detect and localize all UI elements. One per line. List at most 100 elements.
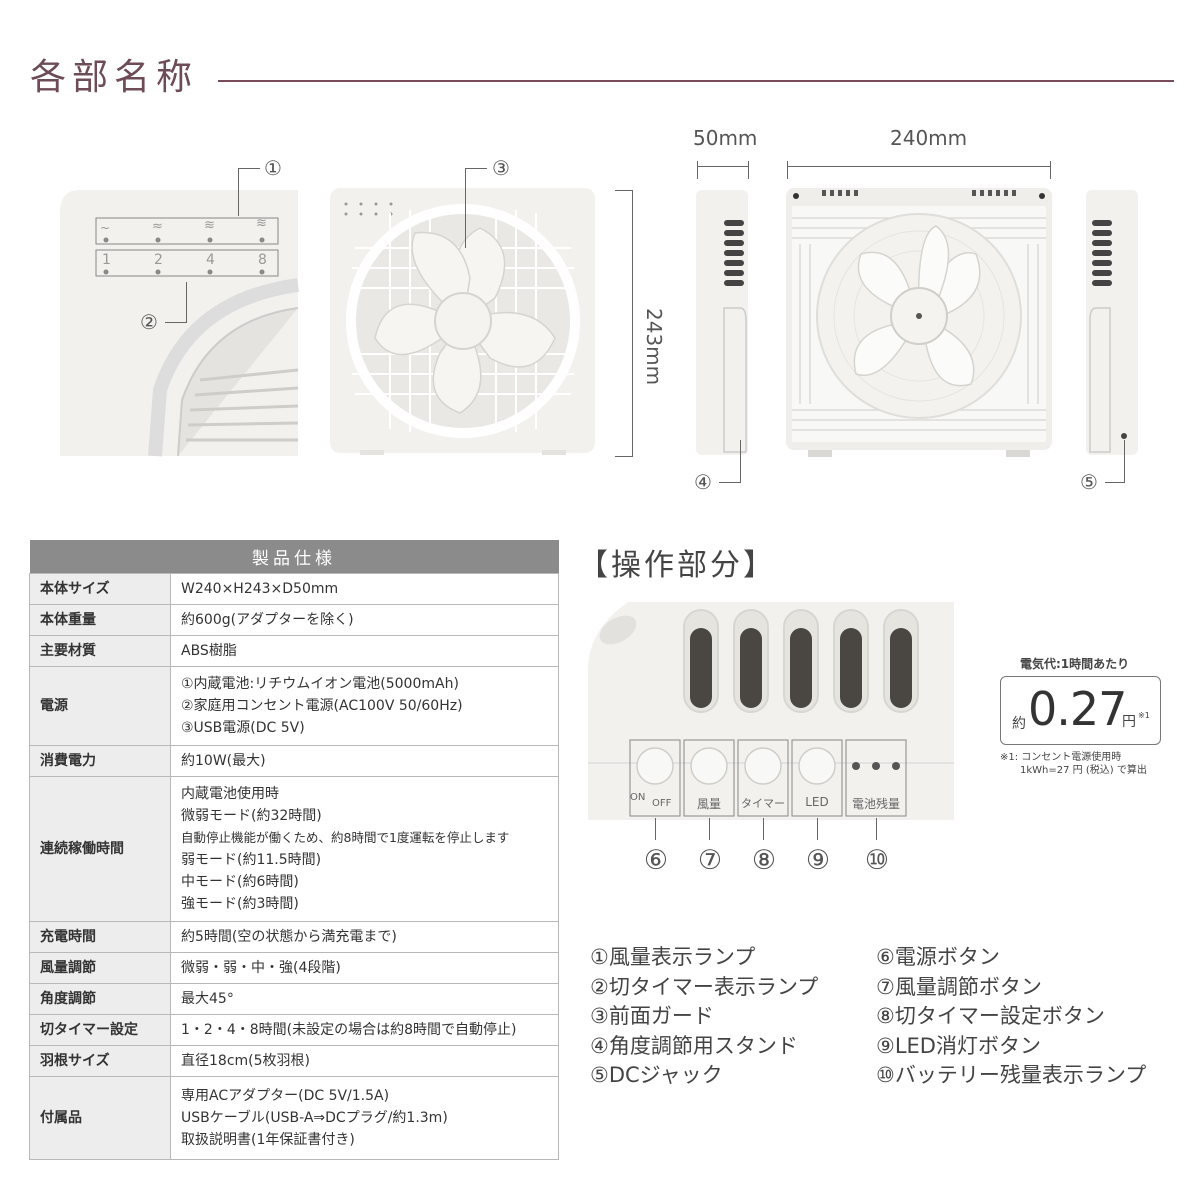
page-title: 各部名称 [30,57,199,98]
timer-button-label: タイマー [741,797,785,810]
wind-lamp-4: ≋ [256,216,267,231]
spec-value: 約10W(最大) [170,745,559,777]
wind-lamp-2: ≈ [152,219,163,234]
cost-note: ※1: コンセント電源使用時 1kWh=27 円 (税込) で算出 [1000,751,1147,777]
power-label-off: OFF [652,798,672,809]
cost-note-mark: ※1 [1138,711,1150,720]
spec-value-line: 1・2・4・8時間(未設定の場合は約8時間で自動停止) [181,1022,517,1038]
table-row: 角度調節最大45° [29,983,559,1015]
callout-10: ⑩ [864,845,890,876]
table-row: 主要材質 ABS樹脂 [29,635,559,667]
legend-item: ⑥電源ボタン [876,945,1000,969]
cost-box [1000,676,1161,745]
callout-1-line [238,168,260,169]
spec-value-line: W240×H243×D50mm [181,581,339,597]
callout-8: ⑧ [751,845,777,876]
spec-table-header: 製品仕様 [29,540,559,574]
spec-value-line: ③USB電源(DC 5V) [181,720,305,736]
spec-value: 約600g(アダプターを除く) [170,604,559,636]
table-row: 消費電力約10W(最大) [29,745,559,777]
spec-value-line: 専用ACアダプター(DC 5V/1.5A) [181,1088,390,1104]
height-dim-bottom [615,456,633,457]
table-row: 連続稼働時間 内蔵電池使用時 微弱モード(約32時間) 自動停止機能が働くため、… [29,776,559,922]
callout-7-line [709,818,710,840]
fan-side-right-illustration [1086,190,1138,455]
indicator-closeup-illustration [60,190,299,457]
callout-10-line [876,818,877,840]
spec-table: 製品仕様 本体サイズ W240×H243×D50mm 本体重量約600g(アダプタ… [29,540,559,1160]
spec-value: 内蔵電池使用時 微弱モード(約32時間) 自動停止機能が働くため、約8時間で1度… [170,776,559,922]
cost-note-line: 1kWh=27 円 (税込) で算出 [1020,765,1147,776]
width-dim-right [1050,161,1051,179]
title-rule [218,80,1174,82]
callout-3: ③ [492,156,510,180]
callout-3-line [465,168,487,169]
spec-value-line: 直径18cm(5枚羽根) [181,1053,310,1069]
callout-6: ⑥ [643,845,669,876]
wind-lamp-3: ≋ [204,218,215,233]
legend-item: ⑨LED消灯ボタン [876,1033,1041,1058]
depth-dim-left [697,161,698,179]
cost-note-line: ※1: コンセント電源使用時 [1000,752,1122,763]
cost-unit: 円 [1122,714,1136,730]
legend-item: ⑩バッテリー残量表示ランプ [876,1063,1147,1087]
spec-value: 直径18cm(5枚羽根) [170,1045,559,1077]
height-dim-top [615,190,633,191]
spec-value: 専用ACアダプター(DC 5V/1.5A) USBケーブル(USB-A⇒DCプラ… [170,1076,559,1160]
fan-back-illustration [786,188,1052,457]
cost-value: 0.27 [1028,682,1127,736]
spec-value-line: 微弱モード(約32時間) [181,808,322,824]
spec-key: 付属品 [29,1076,171,1160]
legend-item: ①風量表示ランプ [590,945,756,969]
cost-prefix: 約 [1012,716,1026,732]
spec-key: 切タイマー設定 [29,1014,171,1046]
table-row: 切タイマー設定 1・2・4・8時間(未設定の場合は約8時間で自動停止) [29,1014,559,1046]
width-dimension: 240mm [890,126,968,150]
height-dimension: 243mm [642,308,666,386]
spec-value: 1・2・4・8時間(未設定の場合は約8時間で自動停止) [170,1014,559,1046]
spec-key: 連続稼働時間 [29,776,171,922]
spec-value: ABS樹脂 [170,635,559,667]
legend-item: ⑦風量調節ボタン [876,974,1042,999]
legend-item: ④角度調節用スタンド [590,1033,798,1058]
table-row: 電源 ①内蔵電池:リチウムイオン電池(5000mAh) ②家庭用コンセント電源(… [29,666,559,746]
height-dim-line [632,190,633,457]
callout-4-line [719,482,741,483]
spec-key: 充電時間 [29,921,171,953]
spec-value-line: 弱モード(約11.5時間) [181,852,322,868]
spec-key: 角度調節 [29,983,171,1015]
callout-2-line-v [186,282,187,323]
spec-value: 最大45° [170,983,559,1015]
width-dim-left [787,161,788,179]
timer-lamp-4: 4 [206,252,215,268]
wind-button-label: 風量 [696,797,721,811]
spec-key: 本体重量 [29,604,171,636]
spec-value: 約5時間(空の状態から満充電まで) [170,921,559,953]
callout-1: ① [264,156,282,180]
spec-value-line: ABS樹脂 [181,643,237,659]
power-label-on: ON [630,792,646,803]
spec-value-line: 約10W(最大) [181,753,266,769]
callout-2: ② [140,310,158,334]
callout-9: ⑨ [805,845,831,876]
spec-value-line: 内蔵電池使用時 [181,786,279,802]
callout-1-line-v [238,168,239,216]
led-button-label: LED [805,795,829,809]
callout-6-line [655,818,656,840]
spec-key: 風量調節 [29,952,171,984]
cost-caption: 電気代:1時間あたり [1020,657,1130,671]
spec-key: 消費電力 [29,745,171,777]
callout-5-line [1105,482,1125,483]
spec-value-line: 最大45° [181,991,234,1007]
legend-item: ⑧切タイマー設定ボタン [876,1004,1105,1028]
spec-key: 主要材質 [29,635,171,667]
timer-lamp-2: 2 [154,252,163,268]
spec-value-line: ②家庭用コンセント電源(AC100V 50/60Hz) [181,698,463,714]
spec-value: ①内蔵電池:リチウムイオン電池(5000mAh) ②家庭用コンセント電源(AC1… [170,666,559,746]
callout-5-line-v [1124,440,1125,483]
spec-value: 微弱・弱・中・強(4段階) [170,952,559,984]
spec-key: 本体サイズ [29,573,171,605]
spec-value-line: 中モード(約6時間) [181,874,299,890]
spec-value-line: 強モード(約3時間) [181,896,299,912]
operation-title: 【操作部分】 [578,548,776,583]
